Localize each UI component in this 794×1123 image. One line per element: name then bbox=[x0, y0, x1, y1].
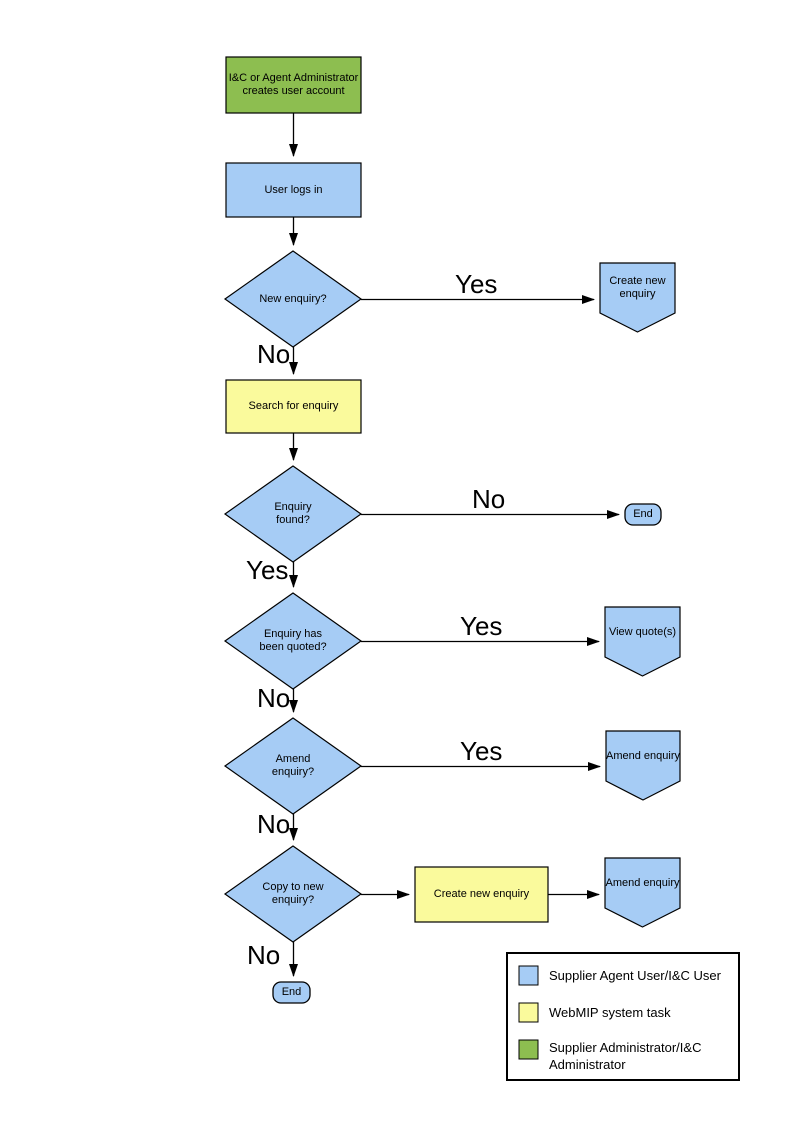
decision-enquiry-quoted-shape bbox=[223, 592, 363, 690]
terminator-end-2-label: End bbox=[281, 986, 302, 998]
offpage-create-new-enquiry-label: Create new enquiry bbox=[609, 275, 666, 300]
process-user-logs-in-shape bbox=[225, 162, 362, 218]
branch-label-amend-no: No bbox=[257, 809, 291, 839]
branch-label-enquiry-found-no: No bbox=[472, 484, 506, 514]
process-search-for-enquiry-shape bbox=[225, 379, 362, 434]
legend-label-user: Supplier Agent User/I&C User bbox=[549, 967, 721, 983]
offpage-amend-enquiry-1-label: Amend enquiry bbox=[606, 749, 680, 762]
terminator-end-2-shape bbox=[272, 981, 311, 1004]
branch-label-quoted-yes: Yes bbox=[460, 611, 503, 641]
terminator-end-1-label: End bbox=[633, 508, 653, 520]
branch-label-copy-no: No bbox=[247, 940, 281, 970]
decision-enquiry-quoted-label: Enquiry has been quoted? bbox=[259, 628, 327, 653]
offpage-amend-enquiry-2-shape bbox=[604, 857, 681, 928]
decision-amend-enquiry-label: Amend enquiry? bbox=[271, 753, 315, 778]
legend-label-admin: Supplier Administrator/I&C Administrator bbox=[549, 1040, 702, 1072]
offpage-amend-enquiry-1-shape bbox=[605, 730, 681, 801]
offpage-view-quotes-shape bbox=[604, 606, 681, 677]
decision-new-enquiry-shape bbox=[223, 250, 363, 348]
process-create-new-enquiry-label: Create new enquiry bbox=[433, 888, 530, 900]
decision-enquiry-found-shape bbox=[223, 465, 363, 563]
edges bbox=[289, 113, 620, 977]
offpage-amend-enquiry-2-label: Amend enquiry bbox=[605, 876, 680, 889]
decision-copy-to-new-enquiry-label: Copy to new enquiry? bbox=[262, 881, 324, 906]
legend-box bbox=[506, 952, 740, 1081]
process-user-logs-in-label: User logs in bbox=[264, 183, 323, 196]
branch-label-quoted-no: No bbox=[257, 683, 291, 713]
legend-swatch-user bbox=[518, 965, 539, 986]
legend-label-system: WebMIP system task bbox=[549, 1004, 671, 1020]
offpage-view-quotes-label: View quote(s) bbox=[608, 625, 677, 638]
process-admin-creates-account-shape bbox=[225, 56, 362, 114]
legend-swatch-admin bbox=[518, 1039, 539, 1060]
branch-label-amend-yes: Yes bbox=[460, 736, 503, 766]
decision-new-enquiry-label: New enquiry? bbox=[259, 292, 327, 305]
process-search-for-enquiry-label: Search for enquiry bbox=[248, 400, 339, 412]
process-admin-creates-account-label: I&C or Agent Administrator creates user … bbox=[228, 72, 359, 97]
decision-enquiry-found-label: Enquiry found? bbox=[274, 501, 312, 526]
decision-amend-enquiry-shape bbox=[223, 717, 363, 815]
branch-label-new-enquiry-no: No bbox=[257, 339, 291, 369]
legend-swatch-system bbox=[518, 1002, 539, 1023]
terminator-end-1-shape bbox=[624, 503, 662, 526]
decision-copy-to-new-enquiry-shape bbox=[223, 845, 363, 943]
branch-label-new-enquiry-yes: Yes bbox=[455, 269, 498, 299]
branch-label-enquiry-found-yes: Yes bbox=[246, 555, 289, 585]
offpage-create-new-enquiry-shape bbox=[599, 262, 676, 333]
process-create-new-enquiry-shape bbox=[414, 866, 549, 923]
